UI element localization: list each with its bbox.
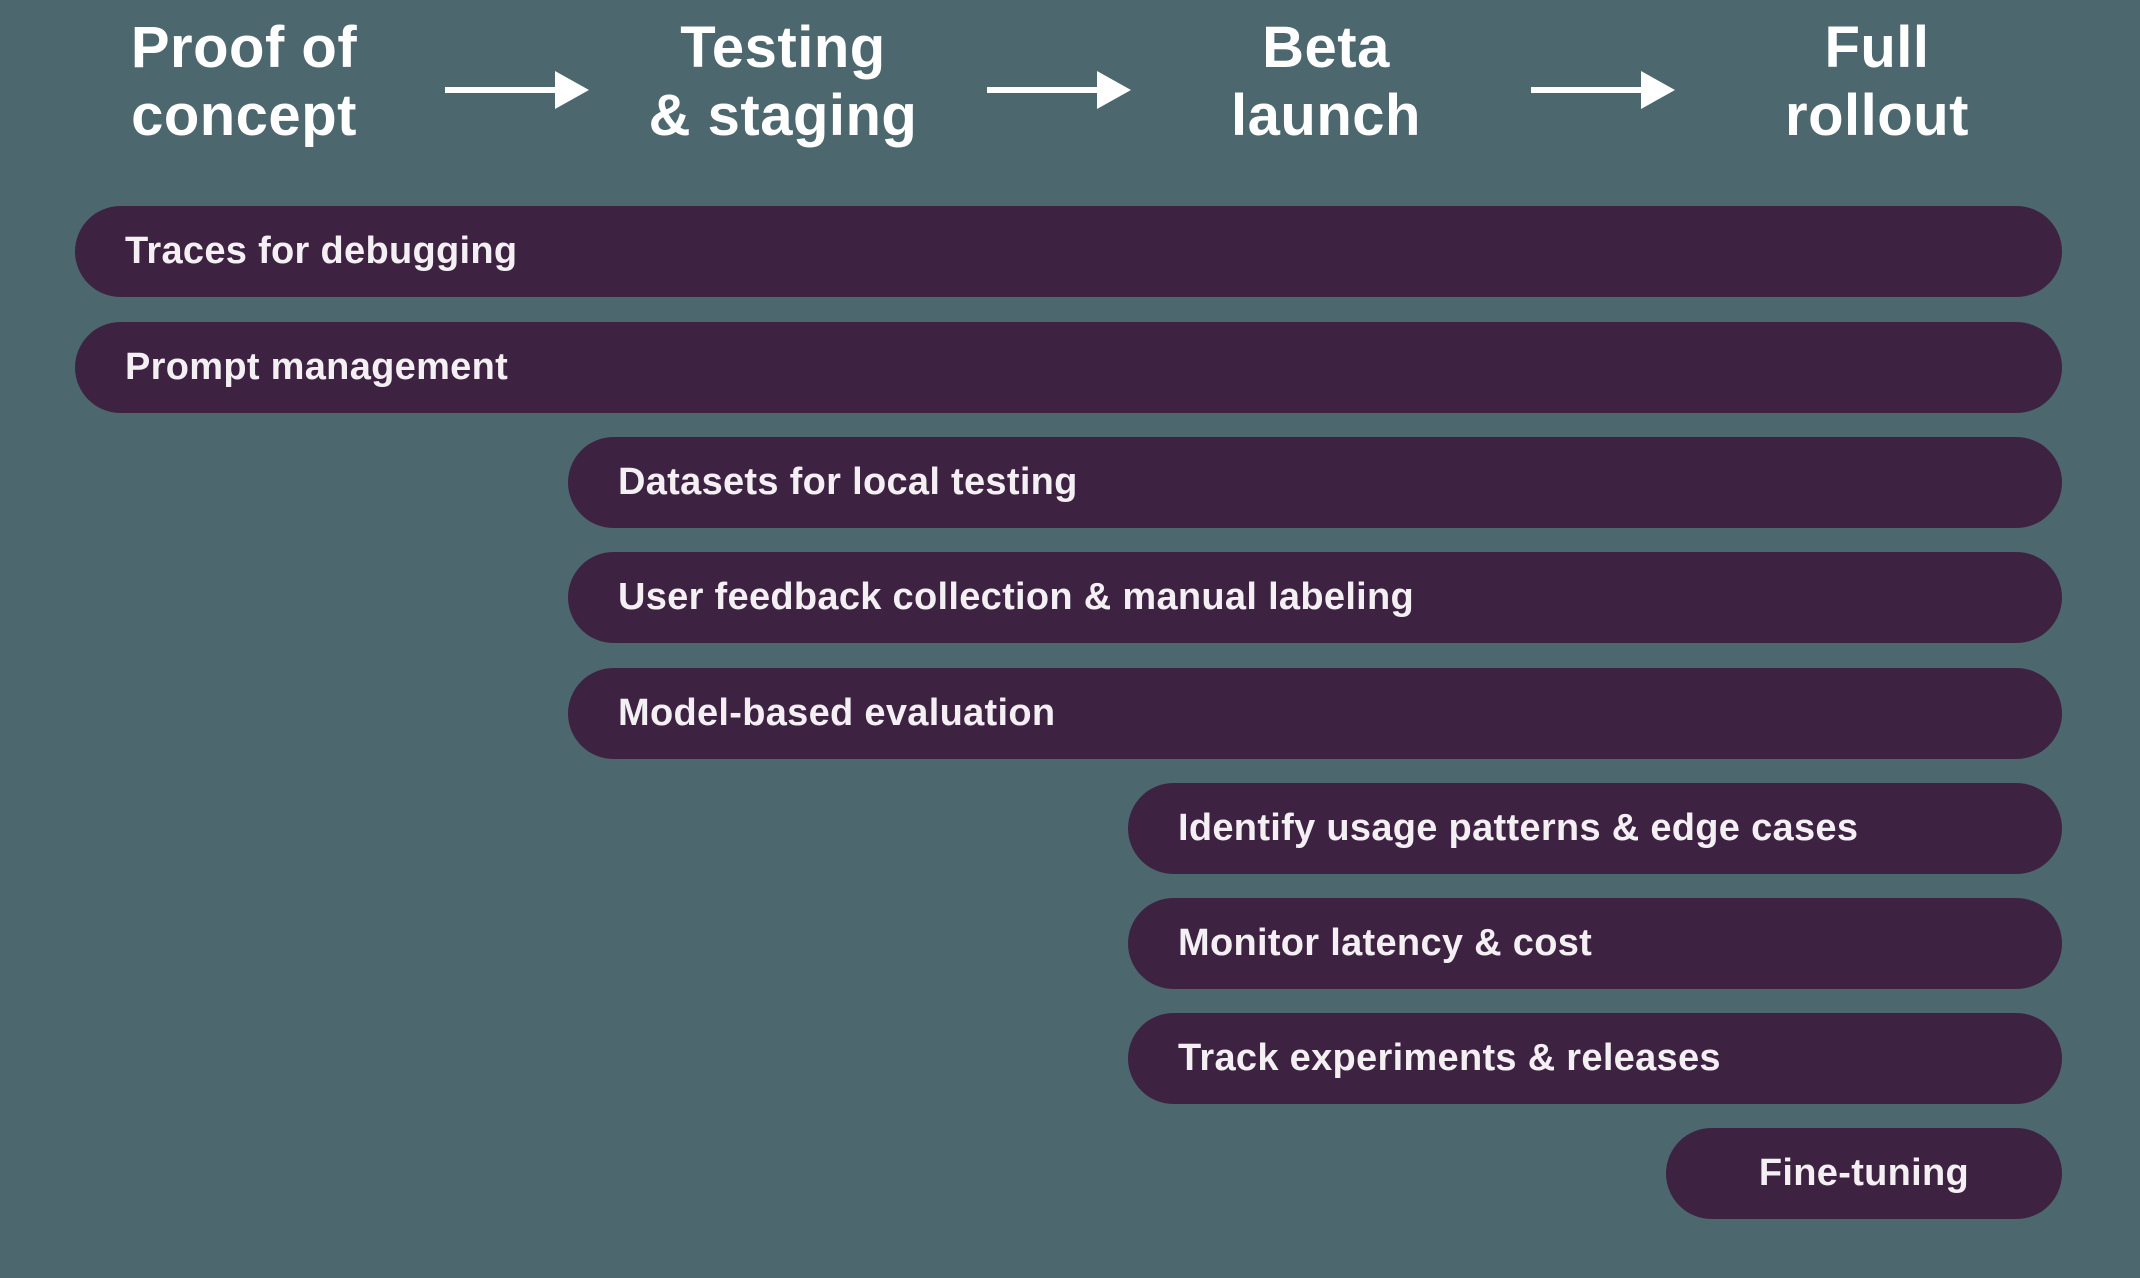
bar-label: Identify usage patterns & edge cases xyxy=(1178,807,1859,849)
stage-header-line: Beta xyxy=(1262,15,1390,80)
bar-identify-usage-patterns: Identify usage patterns & edge cases xyxy=(1128,783,2062,874)
bar-label: Prompt management xyxy=(125,346,509,388)
bar-label: Track experiments & releases xyxy=(1178,1037,1721,1079)
bar-model-based-evaluation: Model-based evaluation xyxy=(568,668,2062,759)
right-arrow-icon xyxy=(445,71,589,109)
right-arrow-icon xyxy=(987,71,1131,109)
stage-header-line: & staging xyxy=(648,83,918,148)
bar-label: Monitor latency & cost xyxy=(1178,922,1593,964)
bar-datasets-for-local-testing: Datasets for local testing xyxy=(568,437,2062,528)
stage-header-line: Testing xyxy=(680,15,886,80)
bar-label: Traces for debugging xyxy=(125,230,518,272)
stage-header-line: Proof of xyxy=(130,15,358,80)
stage-header-line: launch xyxy=(1231,83,1421,148)
bar-fine-tuning: Fine-tuning xyxy=(1666,1128,2062,1219)
bar-prompt-management: Prompt management xyxy=(75,322,2062,413)
bar-traces-for-debugging: Traces for debugging xyxy=(75,206,2062,297)
stage-header-proof-of-concept: Proof of concept xyxy=(24,14,464,150)
stage-header-line: Full xyxy=(1824,15,1930,80)
bar-label: User feedback collection & manual labeli… xyxy=(618,576,1415,618)
bar-track-experiments-releases: Track experiments & releases xyxy=(1128,1013,2062,1104)
stage-header-testing-staging: Testing & staging xyxy=(563,14,1003,150)
stage-header-line: concept xyxy=(131,83,357,148)
bar-label: Datasets for local testing xyxy=(618,461,1078,503)
bar-label: Model-based evaluation xyxy=(618,692,1056,734)
right-arrow-icon xyxy=(1531,71,1675,109)
stage-header-full-rollout: Full rollout xyxy=(1657,14,2097,150)
bar-monitor-latency-cost: Monitor latency & cost xyxy=(1128,898,2062,989)
stage-header-beta-launch: Beta launch xyxy=(1106,14,1546,150)
bar-user-feedback-collection: User feedback collection & manual labeli… xyxy=(568,552,2062,643)
bar-label: Fine-tuning xyxy=(1758,1152,1970,1194)
stage-header-line: rollout xyxy=(1785,83,1969,148)
